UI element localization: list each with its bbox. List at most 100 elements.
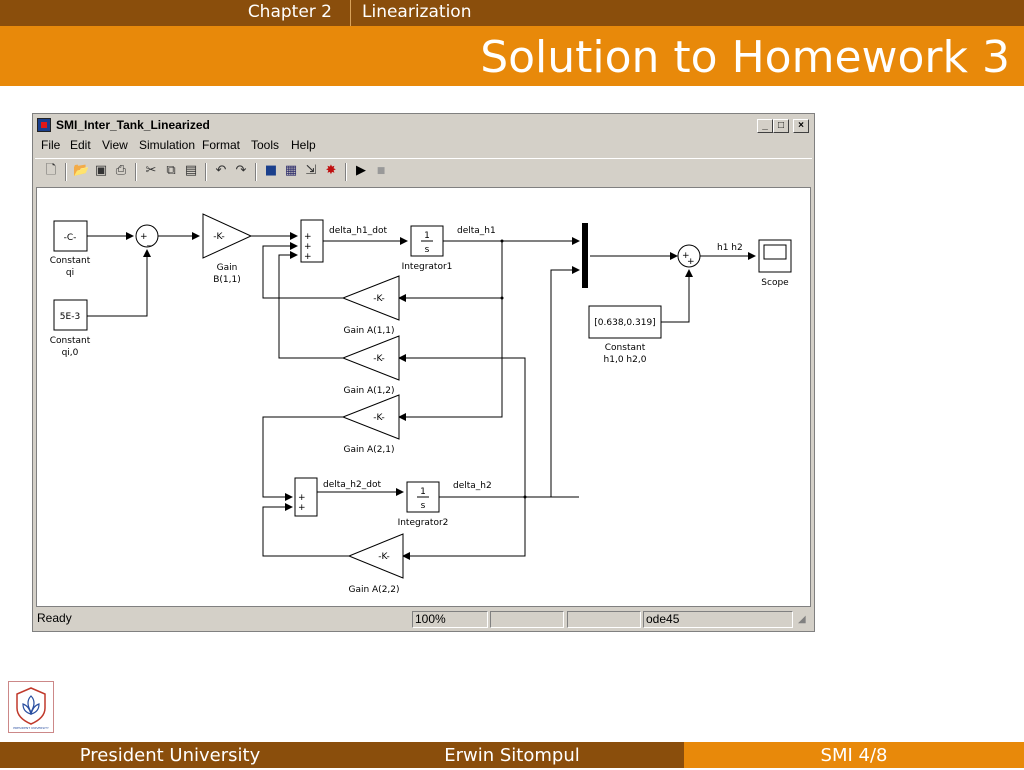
sum2-block[interactable]: + + + (300, 219, 324, 263)
gain-a22-name: Gain A(2,2) (348, 585, 399, 595)
integrator2-block[interactable]: 1 s Integrator2 (398, 481, 449, 528)
signal-delta-h1-dot: delta_h1_dot (329, 226, 387, 236)
sum2-sign-1: + (304, 232, 312, 242)
constant-h0-name1: Constant (605, 343, 646, 353)
sum1-sign-minus: _ (146, 237, 152, 247)
gain-a12-value: -K- (373, 354, 384, 364)
status-empty-2 (567, 611, 641, 628)
logo-text: PRESIDENT UNIVERSITY (13, 726, 49, 730)
constant-h0-name2: h1,0 h2,0 (604, 355, 647, 365)
model-canvas[interactable]: -C- Constant qi 5E-3 Constant qi,0 + _ -… (36, 187, 811, 607)
menu-tools[interactable]: Tools (251, 138, 280, 152)
model-explorer-icon[interactable]: ▦ (284, 163, 298, 178)
gain-a11-name: Gain A(1,1) (343, 326, 394, 336)
sum2-sign-3: + (304, 252, 312, 262)
constant-qi-block[interactable]: -C- Constant qi (50, 220, 91, 278)
toolbar-separator (255, 163, 257, 181)
title-bar: Solution to Homework 3 (0, 26, 1024, 86)
redo-icon[interactable]: ↷ (235, 163, 247, 178)
sum4-sign-1: + (682, 251, 690, 261)
paste-icon[interactable]: ▤ (184, 163, 198, 178)
undo-icon[interactable]: ↶ (215, 163, 227, 178)
university-logo-graphic: PRESIDENT UNIVERSITY (13, 687, 49, 730)
status-zoom: 100% (412, 611, 488, 628)
debug-icon[interactable]: ✸ (325, 163, 337, 178)
status-bar: Ready 100% ode45 ◢ (35, 611, 812, 629)
stop-icon[interactable]: ■ (376, 166, 386, 176)
save-icon[interactable]: ▣ (94, 163, 108, 178)
constant-h0-block[interactable]: [0.638,0.319] Constant h1,0 h2,0 (588, 305, 662, 365)
start-icon[interactable]: ▶ (356, 163, 366, 178)
footer-left: President University (0, 742, 340, 768)
sum3-block[interactable]: + + (294, 477, 318, 517)
integrator1-num: 1 (424, 231, 430, 241)
signal-delta-h1: delta_h1 (457, 226, 496, 236)
scope-block[interactable]: Scope (758, 239, 792, 288)
simulink-app-icon (37, 118, 51, 132)
footer-bar: President University Erwin Sitompul SMI … (0, 742, 1024, 768)
library-icon[interactable]: ■ (264, 163, 278, 178)
gain-b11-name1: Gain (217, 263, 238, 273)
footer-center: Erwin Sitompul (340, 742, 684, 768)
constant-qi-value: -C- (64, 233, 77, 243)
gain-a11-block[interactable]: -K- Gain A(1,1) (341, 275, 400, 336)
new-icon[interactable]: 🗋 (45, 163, 57, 178)
menu-help[interactable]: Help (291, 138, 316, 152)
constant-qi0-name1: Constant (50, 336, 91, 346)
window-title: SMI_Inter_Tank_Linearized (56, 118, 210, 132)
menu-format[interactable]: Format (202, 138, 241, 152)
sum4-sign-2: + (687, 257, 695, 267)
gain-b11-name2: B(1,1) (213, 275, 241, 285)
sum1-sign-plus: + (140, 232, 148, 242)
gain-a12-name: Gain A(1,2) (343, 386, 394, 396)
constant-qi0-block[interactable]: 5E-3 Constant qi,0 (50, 299, 91, 358)
gain-b11-value: -K- (213, 232, 224, 242)
constant-qi-name1: Constant (50, 256, 91, 266)
status-solver: ode45 (643, 611, 793, 628)
menu-edit[interactable]: Edit (70, 138, 91, 152)
print-icon[interactable]: ⎙ (115, 163, 127, 178)
gain-a21-value: -K- (373, 413, 384, 423)
minimize-button[interactable]: _ (757, 119, 773, 133)
integrator2-name: Integrator2 (398, 518, 449, 528)
sum4-block[interactable]: + + (677, 244, 701, 268)
signal-h1-h2: h1 h2 (717, 243, 743, 253)
menu-view[interactable]: View (102, 138, 128, 152)
maximize-button[interactable]: □ (773, 119, 789, 133)
gain-b11-block[interactable]: -K- Gain B(1,1) (202, 213, 253, 285)
resize-grip-icon[interactable]: ◢ (798, 614, 806, 625)
constant-qi0-name2: qi,0 (62, 348, 79, 358)
integrator1-den: s (425, 245, 430, 255)
gain-a21-block[interactable]: -K- Gain A(2,1) (341, 394, 400, 455)
mux-block[interactable] (582, 223, 588, 288)
header-divider (350, 0, 351, 26)
sum3-sign-1: + (298, 493, 306, 503)
menu-simulation[interactable]: Simulation (139, 138, 196, 152)
integrator2-num: 1 (420, 487, 426, 497)
gain-a11-value: -K- (373, 294, 384, 304)
window-titlebar[interactable]: SMI_Inter_Tank_Linearized _ □ × (35, 116, 812, 135)
cut-icon[interactable]: ✂ (145, 163, 157, 178)
status-state: Ready (37, 611, 72, 625)
scope-name: Scope (761, 278, 789, 288)
constant-qi-name2: qi (66, 268, 74, 278)
header-bar: Chapter 2 Linearization (0, 0, 1024, 26)
sum1-block[interactable]: + _ (135, 224, 159, 248)
integrator1-name: Integrator1 (402, 262, 453, 272)
menu-file[interactable]: File (41, 138, 61, 152)
toolbar-separator (135, 163, 137, 181)
build-icon[interactable]: ⇲ (305, 163, 317, 178)
gain-a22-block[interactable]: -K- Gain A(2,2) (347, 533, 404, 595)
toolbar-separator (205, 163, 207, 181)
open-icon[interactable]: 📂 (73, 163, 90, 178)
status-empty-1 (490, 611, 564, 628)
close-button[interactable]: × (793, 119, 809, 133)
slide-title: Solution to Homework 3 (480, 32, 1010, 83)
integrator1-block[interactable]: 1 s Integrator1 (402, 225, 453, 272)
copy-icon[interactable]: ⧉ (166, 163, 176, 178)
footer-right: SMI 4/8 (684, 742, 1024, 768)
integrator2-den: s (421, 501, 426, 511)
gain-a21-name: Gain A(2,1) (343, 445, 394, 455)
gain-a12-block[interactable]: -K- Gain A(1,2) (341, 335, 400, 396)
university-logo: PRESIDENT UNIVERSITY (8, 681, 54, 733)
